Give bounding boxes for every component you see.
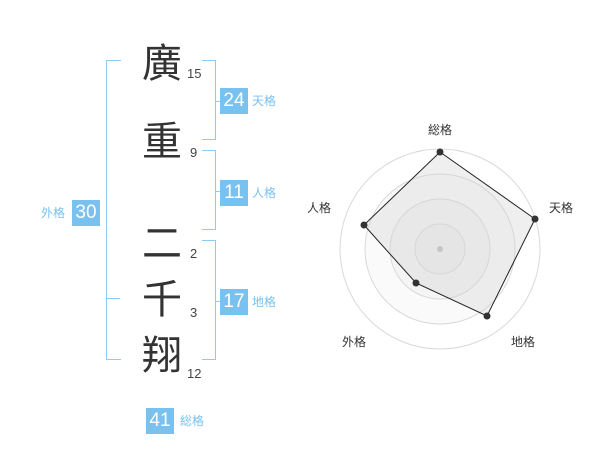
tenkaku-bracket (202, 60, 216, 140)
fortune-radar-chart: 総格 天格 地格 外格 人格 (307, 122, 573, 350)
radar-label-tenkaku: 天格 (549, 200, 573, 215)
radar-label-gaikaku: 外格 (342, 334, 366, 349)
chikaku-connector (215, 301, 221, 302)
stroke-count-2: 9 (190, 145, 198, 160)
soukaku-value: 41 (146, 408, 174, 434)
chikaku-bracket (202, 240, 216, 360)
name-char-2: 重 (142, 119, 182, 165)
chikaku-label: 地格 (252, 295, 277, 309)
name-char-4: 千 (142, 277, 182, 323)
tenkaku-label: 天格 (252, 94, 277, 108)
jinkaku-connector (215, 191, 221, 192)
gaikaku-value: 30 (72, 200, 100, 226)
stroke-count-3: 2 (190, 246, 198, 261)
tenkaku-value: 24 (220, 88, 248, 114)
stroke-count-1: 15 (187, 66, 202, 81)
chikaku-value: 17 (220, 289, 248, 315)
name-char-3: 二 (142, 221, 182, 267)
radar-point-chikaku (483, 312, 491, 320)
radar-area (363, 151, 536, 317)
jinkaku-value: 11 (220, 180, 248, 206)
name-char-5: 翔 (142, 333, 182, 379)
radar-point-soukaku (436, 148, 444, 156)
radar-point-tenkaku (531, 215, 539, 223)
jinkaku-bracket (202, 150, 216, 230)
radar-label-jinkaku: 人格 (307, 200, 331, 215)
radar-label-chikaku: 地格 (511, 334, 535, 349)
stroke-count-5: 12 (187, 366, 202, 381)
jinkaku-label: 人格 (252, 186, 277, 200)
gaikaku-bracket (106, 60, 121, 360)
gaikaku-bracket-divider (106, 298, 120, 299)
gaikaku-label: 外格 (41, 206, 66, 220)
radar-center-dot (437, 246, 443, 252)
tenkaku-connector (215, 101, 221, 102)
soukaku-label: 総格 (180, 414, 205, 428)
radar-point-gaikaku (412, 279, 420, 287)
radar-point-jinkaku (360, 221, 368, 229)
radar-label-soukaku: 総格 (428, 122, 452, 137)
name-char-1: 廣 (142, 41, 182, 87)
stroke-count-4: 3 (190, 305, 198, 320)
